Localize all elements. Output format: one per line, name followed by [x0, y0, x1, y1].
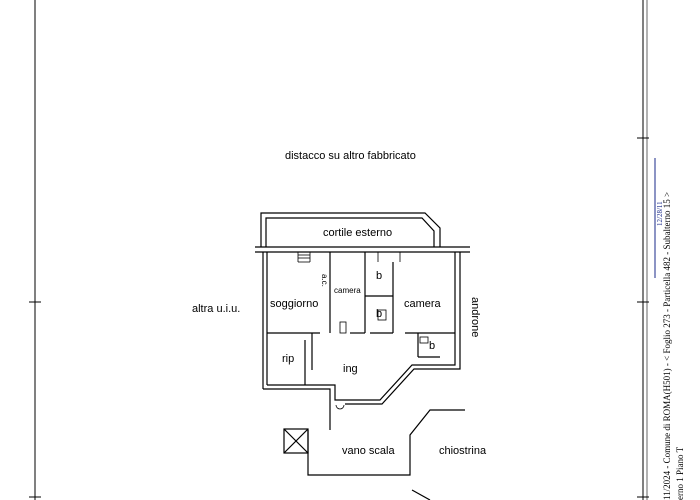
label-camera: camera: [404, 298, 441, 310]
label-camera-small: camera: [334, 286, 361, 295]
label-vano-scala: vano scala: [342, 445, 395, 457]
margin-text-1: 11/2024 - Comune di ROMA(H501) - < Fogli…: [662, 191, 672, 500]
cortile-outline: [260, 212, 441, 247]
label-soggiorno: soggiorno: [270, 298, 319, 310]
fixture: [377, 309, 387, 321]
label-bagno-2: b: [376, 308, 383, 320]
label-chiostrina: chiostrina: [439, 445, 487, 457]
label-bagno-1: b: [376, 270, 383, 282]
wall-diagonal-inner: [345, 252, 461, 405]
stairs-steps: [297, 252, 311, 263]
label-rip: rip: [282, 353, 295, 365]
cortile-inner: [265, 217, 435, 247]
fixture: [339, 321, 347, 334]
label-ing: ing: [343, 363, 358, 375]
margin-stamp: 12/28/11: [656, 201, 664, 226]
label-bagno-3: b: [429, 340, 436, 352]
label-androne: androne: [469, 297, 481, 338]
label-altra-uiu: altra u.i.u.: [192, 303, 241, 315]
wall-bottom-left: [263, 388, 331, 430]
vano-scala-lower: [411, 489, 431, 500]
wall-diagonal: [345, 252, 456, 401]
margin-text-2: erno 1 Piano T: [675, 446, 685, 500]
label-ac: a.c.: [320, 274, 329, 287]
vano-scala-outline: [307, 409, 465, 476]
door-mark: [335, 404, 345, 410]
label-cortile: cortile esterno: [323, 227, 393, 239]
fixture: [419, 336, 429, 344]
wall-bottom-left-inner: [267, 384, 345, 401]
stair-shaft-diag2: [283, 428, 309, 454]
label-distacco: distacco su altro fabbricato: [285, 150, 416, 162]
